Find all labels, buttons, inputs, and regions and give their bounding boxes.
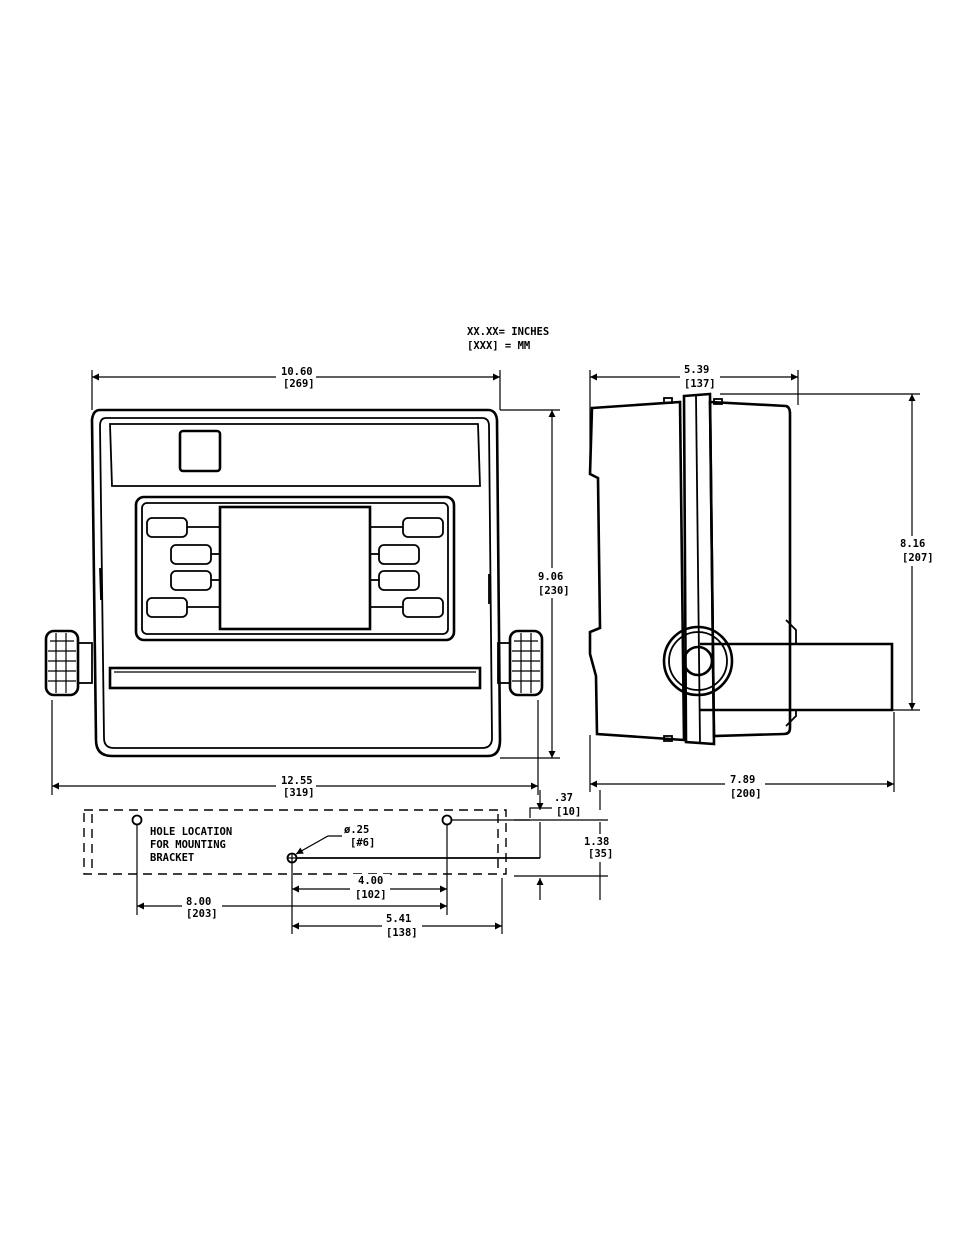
- left-button-3: [171, 571, 211, 590]
- left-knob: [46, 631, 92, 695]
- logo-square: [180, 431, 220, 471]
- dim-side-height: 8.16 [207]: [720, 394, 934, 710]
- dim-center-to-edge: 5.41 [138]: [292, 913, 502, 940]
- bracket-height-in: 1.38: [584, 836, 609, 848]
- display-window: [220, 507, 370, 629]
- right-button-1: [403, 518, 443, 537]
- dim-hole-spacing-small: 4.00 [102]: [292, 874, 447, 902]
- spacing-small-in: 4.00: [358, 875, 383, 887]
- legend-inches: XX.XX= INCHES: [467, 326, 549, 338]
- dim-side-height-mm: [207]: [902, 552, 934, 564]
- left-button-4: [147, 598, 187, 617]
- right-button-2: [379, 545, 419, 564]
- side-view: 5.39 [137] 8.16 [207] 7.89 [200]: [590, 364, 934, 800]
- dim-front-height: 9.06 [230]: [500, 410, 570, 758]
- dim-edge-offset: .37 [10]: [514, 790, 608, 820]
- bracket-view: HOLE LOCATION FOR MOUNTING BRACKET ø.25 …: [84, 790, 614, 940]
- front-view: 10.60 [269] 9.06 [230] 12.55 [319]: [46, 366, 570, 799]
- dim-overall-depth-in: 7.89: [730, 774, 755, 786]
- dim-side-height-in: 8.16: [900, 538, 925, 550]
- dim-side-depth: 5.39 [137]: [590, 364, 798, 472]
- bracket-note-2: FOR MOUNTING: [150, 839, 226, 851]
- right-button-4: [403, 598, 443, 617]
- keypad-bezel-inner: [142, 503, 448, 634]
- edge-offset-mm: [10]: [556, 806, 581, 818]
- dim-side-overall-depth: 7.89 [200]: [590, 712, 894, 800]
- legend-mm: [XXX] = MM: [467, 340, 530, 352]
- dim-knob-width-mm: [319]: [283, 787, 315, 799]
- spacing-large-in: 8.00: [186, 896, 211, 908]
- spacing-small-mm: [102]: [355, 889, 387, 901]
- center-edge-mm: [138]: [386, 927, 418, 939]
- left-button-1: [147, 518, 187, 537]
- right-knob: [498, 631, 542, 695]
- front-top-panel: [110, 424, 480, 486]
- dim-bracket-height: 1.38 [35]: [514, 822, 614, 900]
- edge-offset-in: .37: [554, 792, 573, 804]
- spacing-large-mm: [203]: [186, 908, 218, 920]
- dim-side-depth-in: 5.39: [684, 364, 709, 376]
- dim-knob-width-in: 12.55: [281, 775, 313, 787]
- dim-front-knob-width: 12.55 [319]: [52, 700, 538, 799]
- front-housing-outline: [92, 410, 500, 756]
- bracket-hole-left: [133, 816, 142, 825]
- left-button-2: [171, 545, 211, 564]
- dim-front-width: 10.60 [269]: [92, 366, 500, 410]
- dim-side-depth-mm: [137]: [684, 378, 716, 390]
- dim-front-width-mm: [269]: [283, 378, 315, 390]
- right-button-3: [379, 571, 419, 590]
- bracket-height-mm: [35]: [588, 848, 613, 860]
- dim-front-height-in: 9.06: [538, 571, 563, 583]
- dim-front-height-mm: [230]: [538, 585, 570, 597]
- dim-hole-diameter: ø.25 [#6]: [296, 824, 375, 854]
- front-slot: [110, 668, 480, 688]
- side-rear-body: [590, 402, 684, 740]
- hole-dia-in: ø.25: [344, 824, 369, 836]
- dim-overall-depth-mm: [200]: [730, 788, 762, 800]
- center-edge-in: 5.41: [386, 913, 411, 925]
- hole-dia-mm: [#6]: [350, 837, 375, 849]
- bracket-note-3: BRACKET: [150, 852, 194, 864]
- bracket-note-1: HOLE LOCATION: [150, 826, 232, 838]
- bracket-hole-right: [443, 816, 452, 825]
- dim-front-width-in: 10.60: [281, 366, 313, 378]
- units-legend: XX.XX= INCHES [XXX] = MM: [467, 326, 549, 352]
- front-housing-inner: [100, 418, 492, 748]
